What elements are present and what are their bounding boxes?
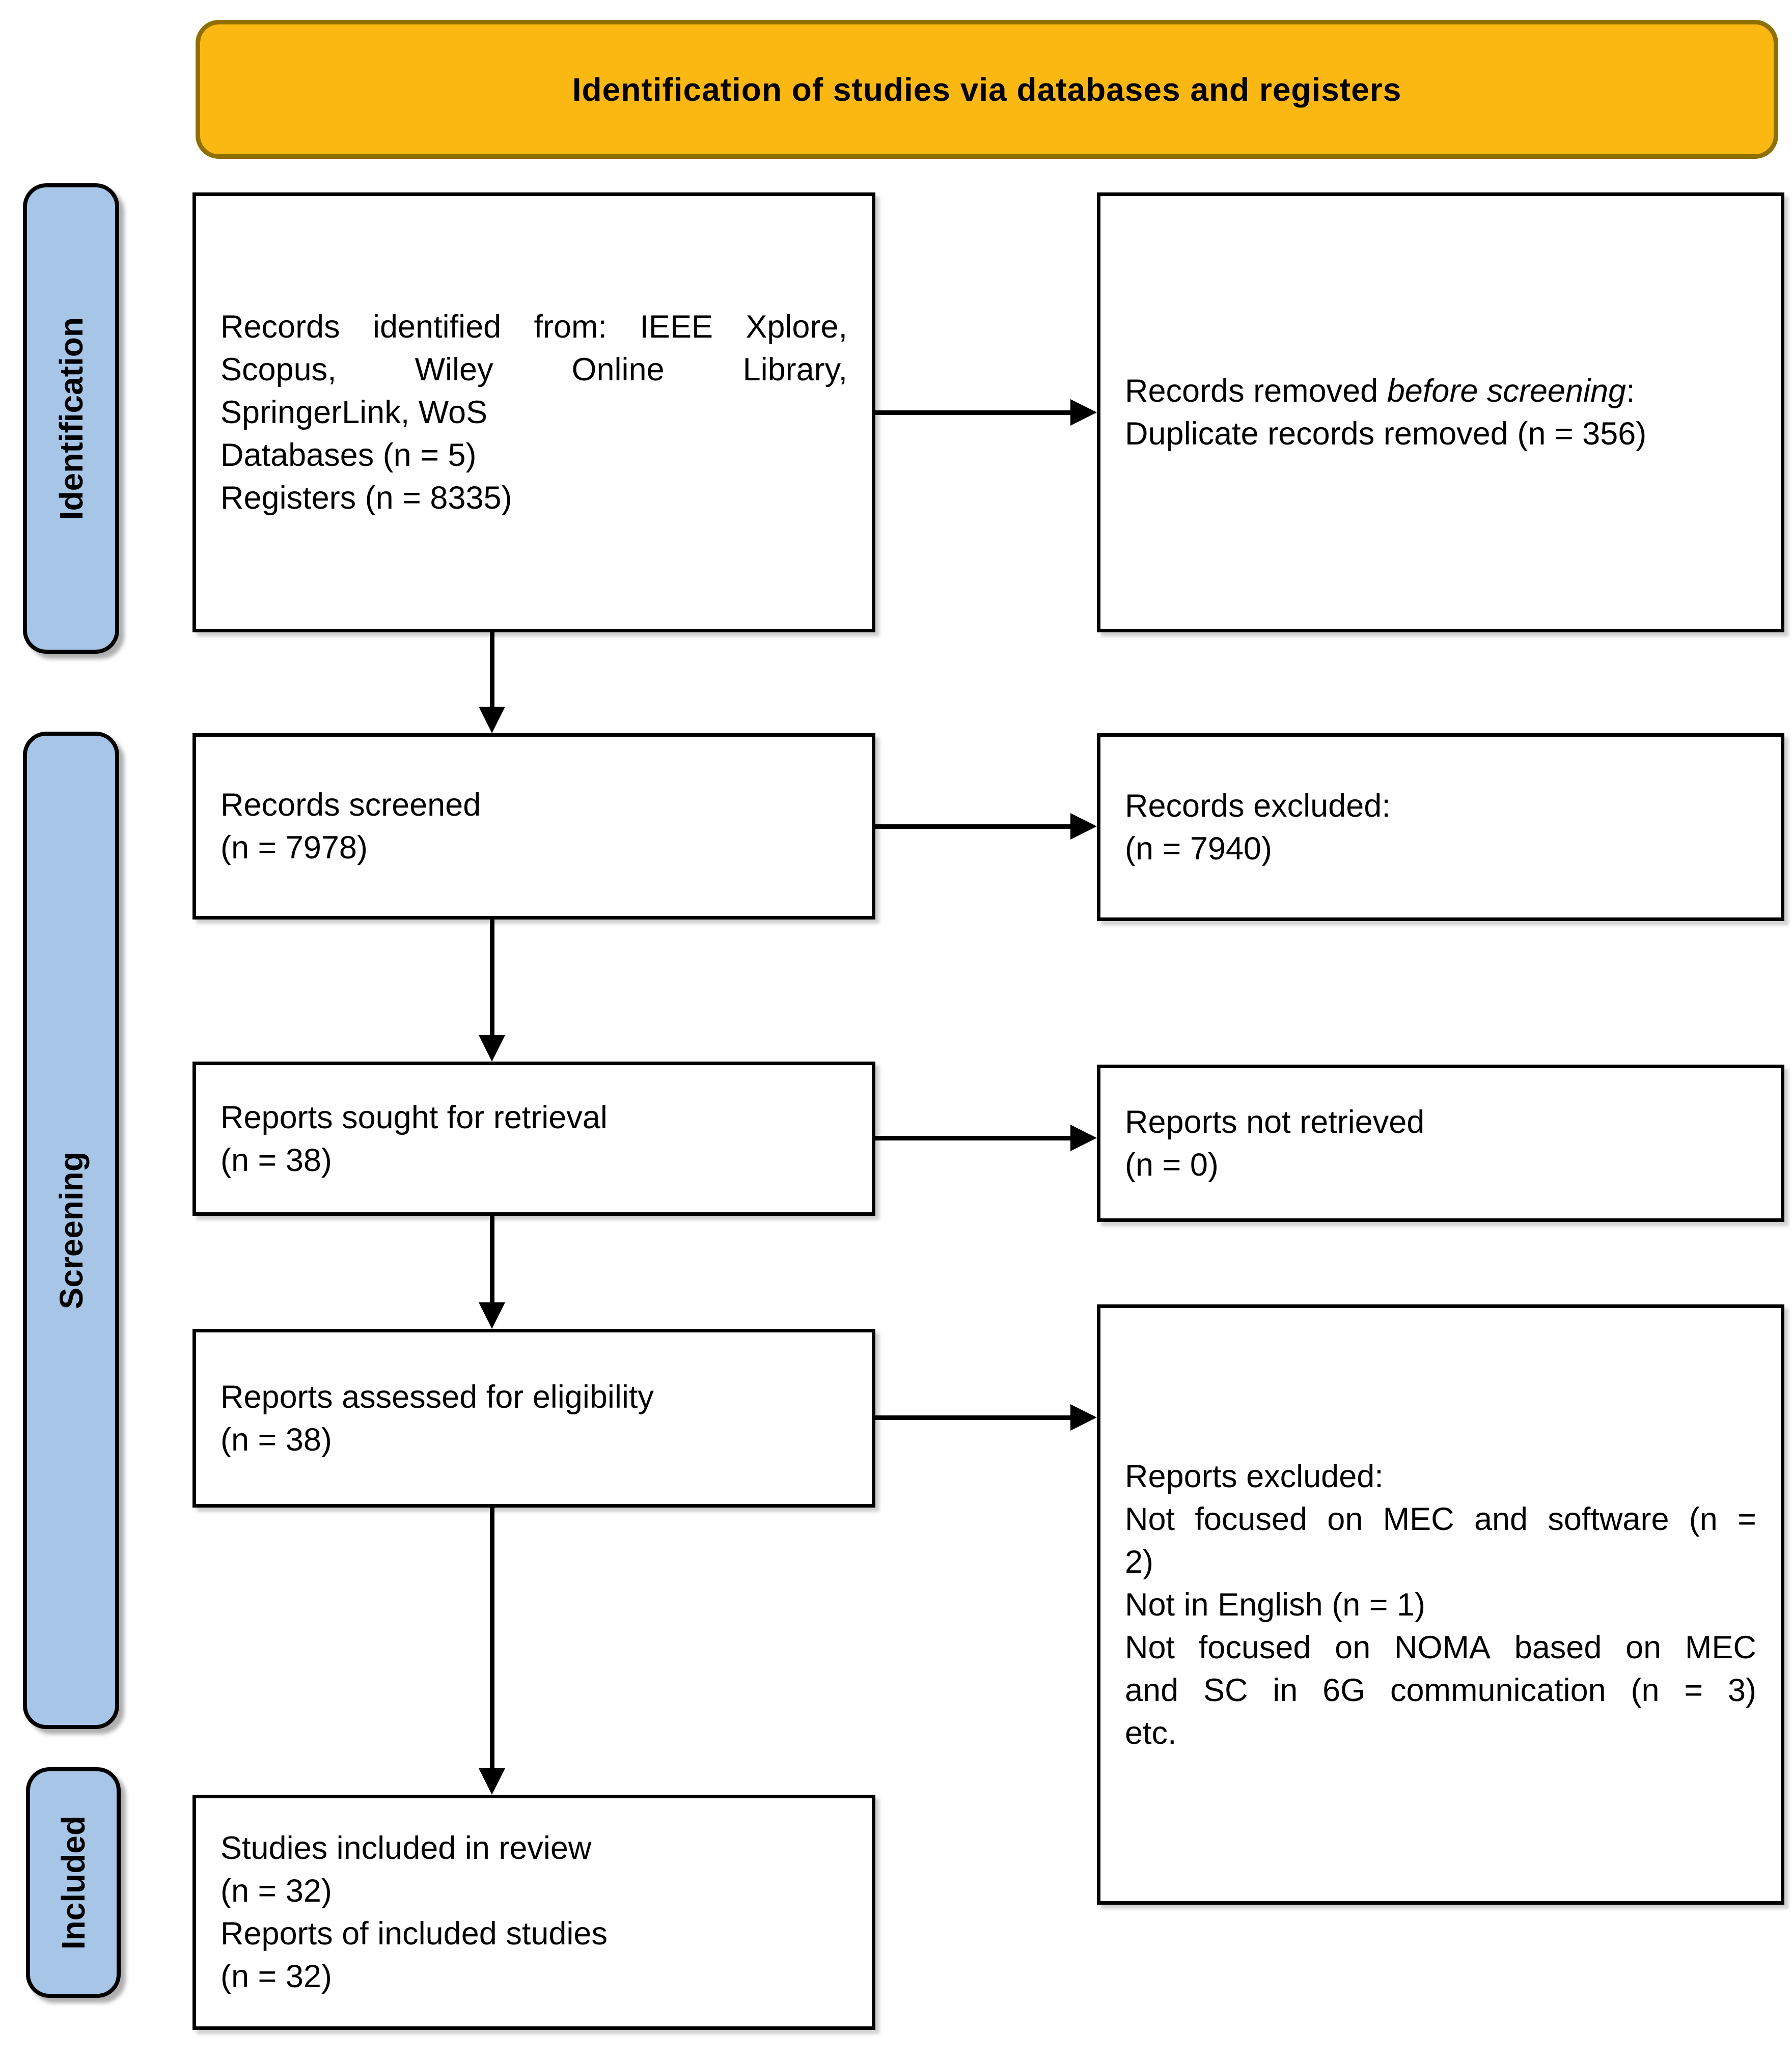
text-line: Records excluded: — [1125, 788, 1391, 824]
arrowhead-down-icon — [479, 1035, 505, 1062]
word: = — [1738, 1501, 1756, 1537]
text-line: Scopus, Wiley Online Library, — [220, 348, 847, 391]
italic-text: before screening — [1387, 373, 1626, 409]
text-line: Not in English (n = 1) — [1125, 1586, 1426, 1623]
text-line: Records screened — [220, 787, 481, 823]
word: from: — [534, 309, 608, 345]
text-line: Reports sought for retrieval — [220, 1099, 608, 1135]
word: Library, — [742, 352, 847, 387]
word: Scopus, — [220, 352, 337, 387]
text-line: (n = 32) — [220, 1873, 332, 1909]
word: Online — [571, 352, 665, 387]
word: and — [1474, 1501, 1528, 1537]
text-line: etc. — [1125, 1715, 1177, 1751]
text-line: (n = 7940) — [1125, 830, 1272, 867]
text-line: (n = 0) — [1125, 1147, 1219, 1183]
word: MEC — [1383, 1501, 1454, 1537]
stage-bar-included: Included — [26, 1767, 121, 1998]
arrow-line — [490, 1508, 494, 1769]
word: NOMA — [1394, 1629, 1491, 1665]
arrow-line — [875, 824, 1071, 829]
text-line: Not focused on MEC and software (n = — [1125, 1498, 1756, 1541]
word: and — [1125, 1672, 1179, 1708]
word: communication — [1390, 1672, 1606, 1708]
arrowhead-down-icon — [479, 1302, 505, 1329]
text: : — [1626, 373, 1635, 409]
word: Wiley — [415, 352, 493, 387]
text-line: Reports of included studies — [220, 1916, 608, 1952]
box-reports-assessed-for-eligibility: Reports assessed for eligibility (n = 38) — [192, 1329, 875, 1508]
text-line: Studies included in review — [220, 1830, 592, 1866]
text-line: Databases (n = 5) — [220, 437, 477, 473]
text-line: 2) — [1125, 1544, 1154, 1580]
box-reports-not-retrieved: Reports not retrieved (n = 0) — [1097, 1065, 1784, 1222]
word: 6G — [1322, 1672, 1366, 1708]
word: Xplore, — [746, 309, 847, 345]
word: based — [1514, 1629, 1602, 1665]
text-line: (n = 38) — [220, 1422, 332, 1458]
word: = — [1684, 1672, 1703, 1708]
arrowhead-down-icon — [479, 707, 505, 733]
word: in — [1273, 1672, 1298, 1708]
text-line: Registers (n = 8335) — [220, 480, 512, 516]
word: (n — [1689, 1501, 1718, 1537]
text-line: (n = 32) — [220, 1959, 332, 1994]
word: Records — [220, 309, 340, 345]
text-line: Reports excluded: — [1125, 1458, 1384, 1494]
arrowhead-right-icon — [1070, 399, 1097, 426]
arrow-line — [490, 632, 494, 708]
text-line: Duplicate records removed (n = 356) — [1125, 416, 1647, 452]
word: IEEE — [640, 309, 713, 345]
word: (n — [1631, 1672, 1660, 1708]
banner-identification-via-databases: Identification of studies via databases … — [196, 20, 1778, 159]
arrow-line — [490, 1216, 494, 1303]
stage-bar-screening: Screening — [23, 732, 119, 1729]
text-line: (n = 7978) — [220, 830, 368, 866]
word: MEC — [1685, 1629, 1756, 1665]
text-line: and SC in 6G communication (n = 3) — [1125, 1669, 1756, 1712]
text-line: (n = 38) — [220, 1142, 332, 1178]
box-records-screened: Records screened (n = 7978) — [192, 733, 875, 920]
arrowhead-right-icon — [1070, 1404, 1097, 1431]
text-line: Reports assessed for eligibility — [220, 1379, 654, 1415]
word: SC — [1203, 1672, 1248, 1708]
text-line: SpringerLink, WoS — [220, 395, 488, 430]
arrow-line — [490, 920, 494, 1036]
text-line: Records removed before screening: — [1125, 370, 1756, 412]
word: focused — [1198, 1629, 1311, 1665]
word: 3) — [1727, 1672, 1756, 1708]
word: Not — [1125, 1629, 1175, 1665]
arrow-line — [875, 1415, 1071, 1420]
stage-bar-screening-label: Screening — [52, 1151, 90, 1310]
word: Not — [1125, 1501, 1175, 1537]
word: identified — [372, 309, 502, 345]
arrowhead-right-icon — [1070, 1125, 1097, 1151]
word: focused — [1195, 1501, 1307, 1537]
banner-title: Identification of studies via databases … — [572, 71, 1402, 108]
word: software — [1548, 1501, 1669, 1537]
stage-bar-identification-label: Identification — [52, 317, 90, 520]
text-line: Records identified from: IEEE Xplore, — [220, 305, 847, 348]
stage-bar-included-label: Included — [55, 1815, 92, 1950]
stage-bar-identification: Identification — [23, 183, 119, 654]
word: on — [1625, 1629, 1662, 1665]
box-records-excluded: Records excluded: (n = 7940) — [1097, 733, 1784, 921]
arrowhead-right-icon — [1070, 813, 1097, 840]
arrow-line — [875, 1136, 1071, 1140]
box-studies-included-in-review: Studies included in review (n = 32) Report… — [192, 1795, 875, 2030]
text: Records removed — [1125, 373, 1387, 409]
arrowhead-down-icon — [479, 1768, 505, 1795]
word: on — [1327, 1501, 1363, 1537]
box-reports-sought-for-retrieval: Reports sought for retrieval (n = 38) — [192, 1062, 875, 1216]
word: on — [1335, 1629, 1371, 1665]
arrow-line — [875, 410, 1071, 415]
box-records-removed-before-screening: Records removed before screening: Duplica… — [1097, 192, 1784, 632]
text-line: Reports not retrieved — [1125, 1104, 1425, 1140]
